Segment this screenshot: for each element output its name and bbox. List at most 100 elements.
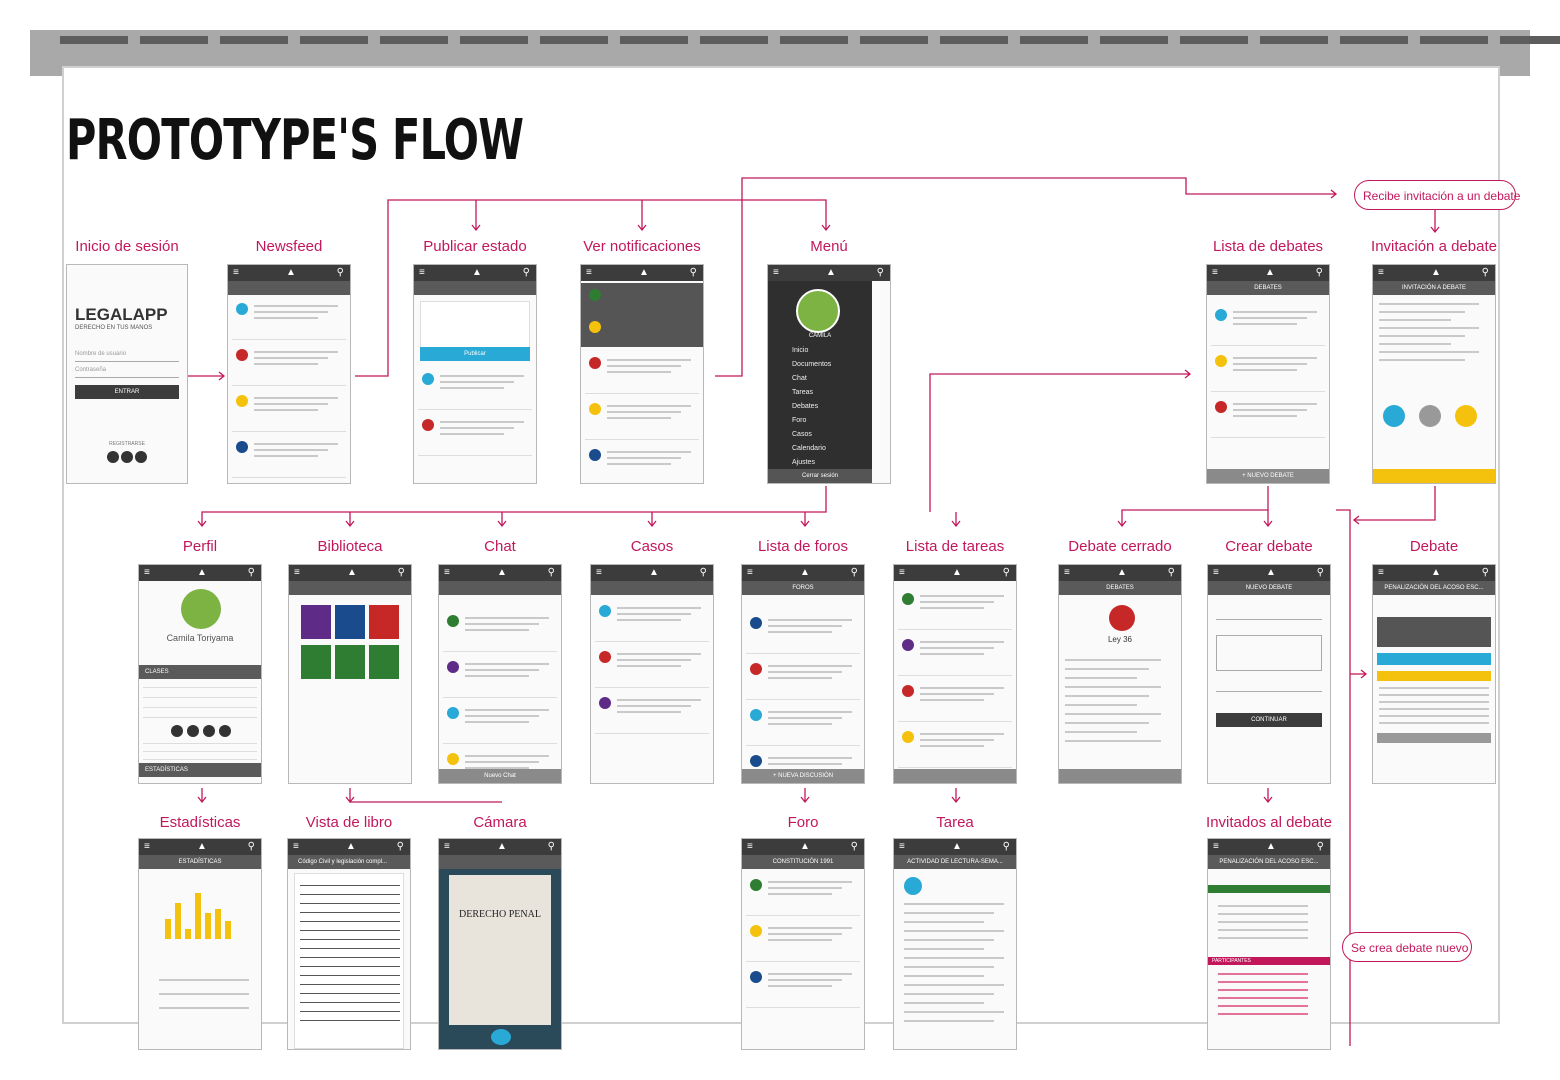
chart-bar [215,909,221,939]
menu-item[interactable]: Casos [792,431,812,438]
search-icon: ⚲ [336,267,344,278]
book-cover[interactable] [369,605,399,639]
menu-name: CAMILA [808,333,832,339]
screen-tarea[interactable]: ≡▲⚲ACTIVIDAD DE LECTURA-SEMA... [893,838,1017,1050]
app-bar: ≡▲⚲ [289,565,411,581]
app-bar: ≡▲⚲ [414,265,536,281]
screen-casos[interactable]: ≡▲⚲ [590,564,714,784]
arrow-head [637,224,647,232]
app-bar: ≡▲⚲ [742,565,864,581]
book-cover[interactable] [301,605,331,639]
screen-label-debcerr: Debate cerrado [1068,538,1172,555]
text-line [1065,695,1149,697]
login-user-field[interactable]: Nombre de usuario [75,351,179,362]
continue-button[interactable]: CONTINUAR [1216,713,1322,727]
new-chat-button[interactable]: Nuevo Chat [439,769,561,783]
avatar [599,697,611,709]
text-line [920,687,1004,689]
text-line [465,617,549,619]
login-enter-button[interactable]: ENTRAR [75,385,179,399]
screen-invitados[interactable]: ≡▲⚲PENALIZACIÓN DEL ACOSO ESC...PARTICIP… [1207,838,1331,1050]
text-line [904,948,984,950]
screen-estad[interactable]: ≡▲⚲ESTADÍSTICAS [138,838,262,1050]
book-cover[interactable] [369,645,399,679]
screen-notif[interactable]: ≡▲⚲ [580,264,704,484]
text-line [300,948,400,949]
screen-debate[interactable]: ≡▲⚲PENALIZACIÓN DEL ACOSO ESC... [1372,564,1496,784]
arrow-head [1117,520,1127,528]
screen-chat[interactable]: ≡▲⚲Nuevo Chat [438,564,562,784]
arrow-head [1430,226,1440,234]
login-pass-field[interactable]: Contraseña [75,367,179,378]
text-line [904,957,1004,959]
debate-input [1377,617,1491,647]
screen-invit[interactable]: ≡▲⚲INVITACIÓN A DEBATE [1372,264,1496,484]
vote-option[interactable] [1383,405,1405,427]
text-line [159,1007,249,1009]
menu-item[interactable]: Chat [792,375,807,382]
menu-item[interactable]: Debates [792,403,819,410]
text-line [1233,357,1317,359]
logout-button[interactable]: Cerrar sesión [768,469,872,483]
accept-button[interactable] [1373,469,1495,483]
menu-item[interactable]: Tareas [792,389,814,396]
shutter-button[interactable] [491,1029,511,1045]
screen-foros[interactable]: ≡▲⚲FOROS+ NUEVA DISCUSIÓN [741,564,865,784]
screen-label-invit: Invitación a debate [1371,238,1497,255]
app-bar: ≡▲⚲ [591,565,713,581]
text-line [254,317,318,319]
vote-option[interactable] [1419,405,1441,427]
new-debate-button[interactable]: + NUEVO DEBATE [1207,469,1329,483]
bell-icon: ▲ [347,567,357,578]
arrow-head [1330,189,1338,199]
text-line [300,912,400,913]
screen-libro[interactable]: ≡▲⚲Código Civil y legislación compl... [287,838,411,1050]
new-discussion-button[interactable]: + NUEVA DISCUSIÓN [742,769,864,783]
avatar [422,373,434,385]
screen-label-biblio: Biblioteca [317,538,383,555]
text-line [768,723,832,725]
publish-button[interactable]: Publicar [420,347,530,361]
screen-tareas[interactable]: ≡▲⚲ [893,564,1017,784]
book-cover[interactable] [301,645,331,679]
menu-item[interactable]: Inicio [792,347,809,354]
screen-biblio[interactable]: ≡▲⚲ [288,564,412,784]
text-line [300,939,400,940]
menu-item[interactable]: Foro [792,417,807,424]
topic-field[interactable] [1216,609,1322,620]
text-line [768,893,832,895]
tab-bar [439,581,561,595]
social-icon [107,451,119,463]
menu-item[interactable]: Calendario [792,445,826,452]
bell-icon: ▲ [497,841,507,852]
book-cover[interactable] [335,605,365,639]
menu-item[interactable]: Documentos [792,361,832,368]
book-cover[interactable] [335,645,365,679]
chart-bar [205,913,211,939]
vote-option[interactable] [1455,405,1477,427]
divider [746,961,860,962]
text-line [617,659,691,661]
text-line [904,966,994,968]
speak-button[interactable] [1377,653,1491,665]
screen-label-perfil: Perfil [182,538,218,555]
avatar [750,663,762,675]
screen-newsfeed[interactable]: ≡▲⚲ [227,264,351,484]
screen-foro[interactable]: ≡▲⚲CONSTITUCIÓN 1991 [741,838,865,1050]
date-field[interactable] [1216,681,1322,692]
screen-listadeb[interactable]: ≡▲⚲DEBATES+ NUEVO DEBATE [1206,264,1330,484]
screen-camara[interactable]: ≡▲⚲DERECHO PENAL [438,838,562,1050]
menu-item[interactable]: Ajustes [792,459,815,466]
screen-publicar[interactable]: ≡▲⚲ Publicar [413,264,537,484]
text-line [300,975,400,976]
avatar [1215,355,1227,367]
arrow-head [345,520,355,528]
divider [595,733,709,734]
text-line [1065,713,1161,715]
content-field[interactable] [1216,635,1322,671]
